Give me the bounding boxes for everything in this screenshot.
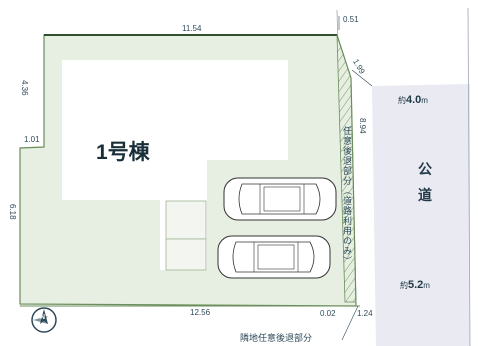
neighbor-setback-label: 隣地任意後退部分	[240, 333, 313, 343]
dimension-bottom-right: 1.24	[357, 309, 373, 318]
parked-car	[217, 235, 331, 279]
dim-line-bottom-leader	[341, 305, 359, 341]
road-width-top-prefix: 約	[398, 96, 406, 105]
dimension-left-step: 1.01	[24, 135, 40, 144]
road-edge-line	[467, 7, 471, 346]
road-width-bottom: 約5.2m	[400, 280, 430, 291]
entrance-box-1	[165, 200, 207, 240]
setback-strip-label: 任意後退部分（道路利用のみ）	[342, 126, 352, 266]
dimension-top: 11.54	[182, 24, 202, 33]
dimension-left-upper: 4.36	[20, 80, 29, 96]
dimension-bottom-corner: 0.02	[320, 309, 336, 318]
road-name-line1: 公	[418, 161, 432, 177]
dim-line-right-diag	[351, 69, 373, 87]
entrance-box-2	[165, 238, 207, 271]
road-width-top: 約4.0m	[398, 95, 428, 106]
compass-north-label: N	[40, 314, 46, 321]
dimension-bottom: 12.56	[190, 308, 211, 317]
road-width-bottom-unit: m	[423, 281, 430, 290]
road-width-bottom-value: 5.2	[408, 279, 424, 291]
setback-strip	[336, 34, 357, 303]
road-width-top-value: 4.0	[406, 94, 422, 106]
compass-icon	[31, 307, 57, 333]
lot-label: 1号棟	[96, 141, 150, 164]
road-width-bottom-prefix: 約	[400, 281, 408, 290]
building-footprint	[62, 60, 288, 270]
dimension-left-lower: 6.18	[8, 204, 17, 220]
parked-car	[223, 177, 337, 221]
road-name-line2: 道	[418, 187, 432, 203]
dimension-setback-strip: 8.94	[358, 118, 367, 134]
dimension-top-right-offset: 0.51	[343, 15, 359, 24]
public-road	[372, 84, 470, 346]
road-width-top-unit: m	[421, 96, 428, 105]
